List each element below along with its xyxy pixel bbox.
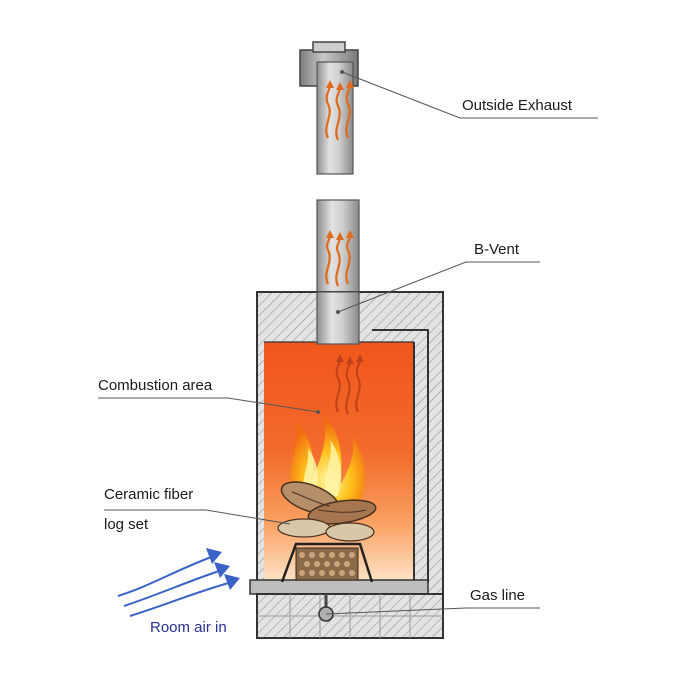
- label-room-air-in: Room air in: [150, 619, 227, 636]
- burner-grate: [280, 542, 374, 583]
- label-ceramic-fiber-line1: Ceramic fiber: [104, 486, 193, 503]
- label-b-vent: B-Vent: [474, 241, 520, 258]
- exhaust-heat-arrows: [325, 80, 354, 141]
- b-vent-heat-arrows: [325, 230, 354, 287]
- label-ceramic-fiber-line2: log set: [104, 516, 149, 533]
- leader-dots: [316, 70, 344, 414]
- label-combustion-area: Combustion area: [98, 377, 213, 394]
- b-vent-pipe-collar: [316, 291, 360, 345]
- label-outside-exhaust: Outside Exhaust: [462, 97, 573, 114]
- label-gas-line: Gas line: [470, 587, 525, 604]
- room-air-arrows: [117, 548, 240, 617]
- leader-lines: [98, 71, 598, 615]
- combustion-heat-arrows: [335, 354, 364, 415]
- ceramic-log-set: [277, 481, 377, 542]
- outside-exhaust-pipe: [299, 41, 359, 175]
